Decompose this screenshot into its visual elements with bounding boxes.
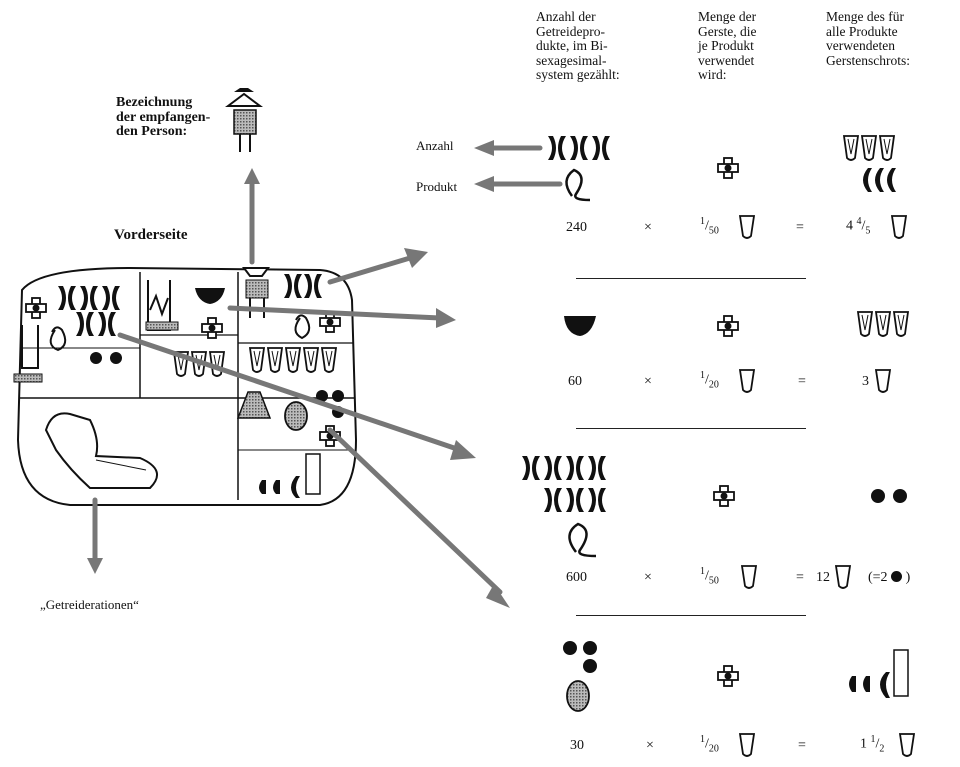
caption-label: „Getreiderationen“ [40,597,139,612]
row3-note: (=2 ) [868,570,911,585]
row1-signs [548,135,896,202]
row3-times: × [644,570,652,585]
row2-equals: = [798,374,806,389]
header-total-column: Menge des für alle Produkte verwendeten … [826,9,910,68]
row4-total: 1 1/2 [860,734,885,755]
row1-times: × [644,220,652,235]
row1-total: 4 4/5 [846,216,871,237]
clay-tablet [13,266,358,506]
row-divider [576,428,806,429]
row2-total: 3 [862,374,869,389]
row2-times: × [644,374,652,389]
header-amount-column: Menge der Gerste, die je Produkt verwend… [698,9,757,82]
row4-times: × [646,738,654,753]
anzahl-label: Anzahl [416,138,454,153]
recipient-sign [225,88,263,152]
row2-count: 60 [568,374,582,389]
produkt-label: Produkt [416,179,458,194]
row3-equals: = [796,570,804,585]
row3-rate: 1/50 [700,566,719,587]
row3-total: 12 [816,570,830,585]
barley-measure-icons [738,215,916,757]
row3-signs [522,456,907,589]
row2-signs [564,311,909,337]
row4-rate: 1/20 [700,734,719,755]
row2-rate: 1/20 [700,370,719,391]
obverse-label: Vorderseite [114,227,188,243]
row1-equals: = [796,220,804,235]
row1-rate: 1/50 [700,216,719,237]
row4-count: 30 [570,738,584,753]
row-divider [576,615,806,616]
recipient-label: Bezeichnung der empfangen- den Person: [116,95,211,139]
header-count-column: Anzahl der Getreidepro- dukte, im Bi- se… [536,9,620,82]
row1-count: 240 [566,220,587,235]
row-divider [576,278,806,279]
row3-count: 600 [566,570,587,585]
row4-equals: = [798,738,806,753]
row4-signs [563,641,909,712]
